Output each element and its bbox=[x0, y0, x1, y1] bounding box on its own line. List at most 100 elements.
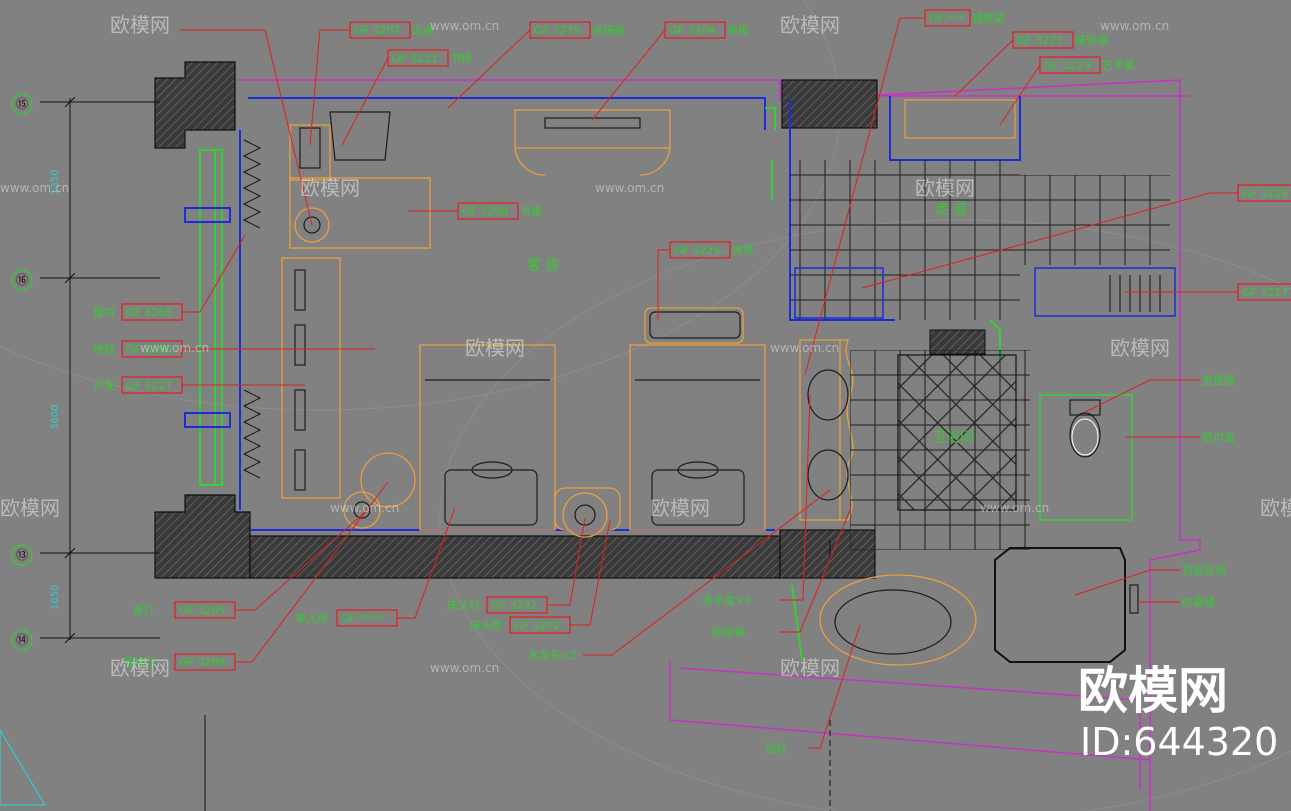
svg-text:www.om.cn: www.om.cn bbox=[140, 341, 209, 355]
svg-text:沙发: 沙发 bbox=[93, 378, 115, 392]
callout-single-bed: 单人床 GF **** bbox=[295, 609, 398, 627]
shower-enclosure bbox=[994, 547, 1126, 663]
svg-text:欧模网: 欧模网 bbox=[780, 656, 840, 680]
callout-wardrobe: GF 3217 bbox=[1237, 283, 1291, 301]
desk-chair bbox=[294, 207, 330, 243]
svg-text:地毯: 地毯 bbox=[93, 342, 115, 356]
watermark-urls: www.om.cn www.om.cn www.om.cn www.om.cn … bbox=[0, 19, 1169, 675]
svg-text:茶几: 茶几 bbox=[133, 604, 155, 617]
label-antifog-mirror: 防雾镜 bbox=[1182, 595, 1215, 609]
corridor-tiles bbox=[790, 160, 1020, 320]
writing-desk bbox=[289, 177, 431, 249]
svg-text:GF 3205: GF 3205 bbox=[179, 604, 225, 617]
room-label-bathroom: 卫浴间 bbox=[932, 430, 974, 446]
svg-text:GF ***: GF *** bbox=[929, 12, 964, 25]
floor-lamp bbox=[360, 452, 416, 508]
svg-text:欧模网: 欧模网 bbox=[650, 496, 710, 520]
svg-text:镜框架: 镜框架 bbox=[972, 11, 1005, 25]
callout-painting: GF 3279 装饰画 bbox=[529, 21, 625, 39]
label-vanity-mirror: 梳妆镜 bbox=[712, 625, 745, 639]
callout-floor-lamp: 落地灯 GF 3209 bbox=[123, 653, 236, 671]
svg-text:电视: 电视 bbox=[727, 23, 749, 37]
svg-text:书椅: 书椅 bbox=[450, 51, 472, 65]
watermark-tiles: 欧模网 欧模网 欧模网 欧模网 欧模网 欧模网 欧模网 欧模网 欧模网 欧模网 … bbox=[0, 13, 1291, 680]
art-table bbox=[904, 99, 1016, 139]
svg-text:www.om.cn: www.om.cn bbox=[0, 181, 69, 195]
leader-lines bbox=[180, 17, 1238, 749]
label-toilet: 坐便器 bbox=[1202, 374, 1235, 387]
sofa bbox=[281, 257, 341, 499]
tv-cabinet bbox=[514, 109, 671, 149]
svg-text:GF 3224: GF 3224 bbox=[674, 244, 720, 257]
svg-text:欧模网: 欧模网 bbox=[780, 13, 840, 37]
label-faucets: 水龙头×2 bbox=[528, 649, 577, 662]
svg-text:边桌: 边桌 bbox=[412, 24, 434, 37]
svg-text:GF ****: GF **** bbox=[341, 612, 382, 625]
label-basins: 洗手盆×2 bbox=[702, 593, 751, 607]
section-marker bbox=[0, 728, 47, 806]
svg-text:GF 3227: GF 3227 bbox=[126, 379, 172, 392]
watermark-logo: 欧模网 ID:644320 bbox=[1078, 662, 1278, 764]
coffee-table bbox=[343, 491, 381, 529]
svg-text:欧模网: 欧模网 bbox=[300, 176, 360, 200]
svg-text:www.om.cn: www.om.cn bbox=[980, 501, 1049, 515]
axis-marker: ⑮ bbox=[16, 97, 28, 111]
svg-text:欧模网: 欧模网 bbox=[1110, 336, 1170, 360]
svg-text:欧模网: 欧模网 bbox=[110, 13, 170, 37]
svg-text:书桌: 书桌 bbox=[520, 205, 542, 218]
callout-coffee-table: 茶几 GF 3205 bbox=[133, 601, 236, 619]
axis-marker: ⑭ bbox=[16, 633, 28, 647]
svg-text:艺术桌: 艺术桌 bbox=[1102, 59, 1135, 72]
dimension-top: 1350 bbox=[50, 170, 61, 195]
svg-text:GF 3207: GF 3207 bbox=[354, 24, 400, 37]
callout-painting-2: GF 3277 装饰画 bbox=[1012, 31, 1108, 49]
label-rain-shower: 顶面花洒 bbox=[1182, 564, 1226, 577]
svg-text:GF 3202: GF 3202 bbox=[514, 619, 560, 632]
callout-bedside-lamp: 床头灯 GF 3242 bbox=[447, 596, 548, 614]
callouts: GF 3207 边桌 GF 3221 书椅 GF 3279 装饰画 GF 320… bbox=[93, 9, 1291, 671]
callout-side-table: GF 3207 边桌 bbox=[349, 21, 434, 39]
svg-text:GF 3279: GF 3279 bbox=[534, 24, 580, 37]
callout-art-table: GF 3229 艺术桌 bbox=[1039, 56, 1135, 74]
watermark-id: ID:644320 bbox=[1080, 720, 1278, 764]
room-label-corridor: 走 道 bbox=[935, 202, 967, 218]
dimension-bottom: 1650 bbox=[50, 585, 61, 610]
callout-corridor-cabinet: GF 3228 bbox=[1237, 184, 1291, 202]
axis-bubbles bbox=[11, 93, 33, 651]
curtains bbox=[242, 139, 262, 479]
svg-text:www.om.cn: www.om.cn bbox=[1100, 19, 1169, 33]
svg-text:GF 3217: GF 3217 bbox=[1242, 286, 1288, 299]
toilet-area bbox=[1039, 394, 1133, 521]
svg-text:GF 3265: GF 3265 bbox=[126, 306, 172, 319]
axis-marker: ⑯ bbox=[16, 273, 28, 287]
bathtub bbox=[819, 574, 977, 666]
nightstand bbox=[562, 492, 608, 538]
callout-tv: GF 3204 电视 bbox=[664, 21, 749, 39]
svg-text:欧模网: 欧模网 bbox=[1078, 662, 1228, 720]
label-bathtub: 浴缸 bbox=[765, 741, 787, 755]
svg-text:GF 3208: GF 3208 bbox=[462, 205, 508, 218]
callout-curtain: 窗帘 GF 3265 bbox=[93, 303, 183, 321]
svg-text:GF 3242: GF 3242 bbox=[491, 599, 537, 612]
callout-bed-bench: GF 3224 床凳 bbox=[669, 241, 754, 259]
svg-text:床头柜: 床头柜 bbox=[470, 618, 503, 632]
svg-text:落地灯: 落地灯 bbox=[123, 656, 156, 669]
svg-text:欧模网: 欧模网 bbox=[915, 176, 975, 200]
svg-text:www.om.cn: www.om.cn bbox=[770, 341, 839, 355]
svg-text:GF 3209: GF 3209 bbox=[179, 656, 225, 669]
bed-bench bbox=[644, 307, 744, 344]
room-label-guest: 客 房 bbox=[527, 257, 559, 274]
svg-text:www.om.cn: www.om.cn bbox=[330, 501, 399, 515]
svg-text:www.om.cn: www.om.cn bbox=[595, 181, 664, 195]
svg-text:欧模网: 欧模网 bbox=[1260, 496, 1291, 520]
svg-text:www.om.cn: www.om.cn bbox=[430, 19, 499, 33]
callout-desk: GF 3208 书桌 bbox=[457, 202, 542, 220]
single-bed-left bbox=[419, 344, 556, 531]
dimension-lines bbox=[40, 96, 160, 644]
svg-text:GF 3229: GF 3229 bbox=[1044, 59, 1090, 72]
svg-text:欧模网: 欧模网 bbox=[110, 656, 170, 680]
svg-text:www.om.cn: www.om.cn bbox=[430, 661, 499, 675]
svg-text:GF 3277: GF 3277 bbox=[1017, 34, 1063, 47]
